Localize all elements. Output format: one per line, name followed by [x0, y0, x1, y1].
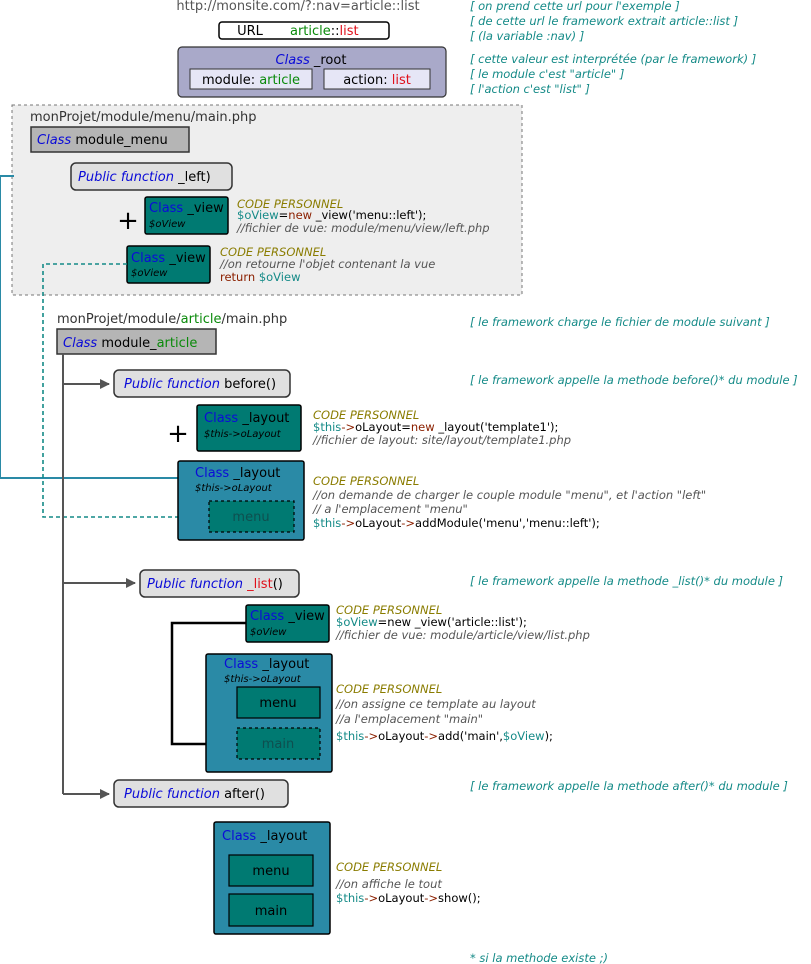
- article-view-to-main-connector: [170, 621, 246, 749]
- code5-comment: //fichier de vue: module/article/view/li…: [335, 628, 590, 642]
- main-slot-label: main: [262, 737, 294, 752]
- layout-main-var: $this->oLayout: [224, 674, 302, 685]
- url-value: article::list: [290, 24, 359, 39]
- after-function-box: [113, 779, 289, 808]
- action-param-text: action: list: [343, 73, 411, 88]
- layout-final-menu-slot: [228, 854, 314, 887]
- module-param-text: module: article: [202, 73, 300, 88]
- left-function-label: Public function _left): [78, 170, 211, 185]
- layout-menu-title: Class _layout: [195, 466, 280, 481]
- menu-view-box: [144, 196, 229, 235]
- code7-comment: //on affiche le tout: [335, 877, 442, 891]
- layout-final-main-slot: [228, 893, 314, 927]
- code6-line: $this->oLayout->add('main',$oView);: [336, 729, 553, 743]
- footnote: * si la methode existe ;): [470, 951, 608, 964]
- action-param-box: [323, 68, 431, 90]
- module-article-class-box: [56, 328, 217, 355]
- note-2: [ de cette url le framework extrait arti…: [470, 14, 738, 28]
- note-4: [ cette valeur est interprétée (par le f…: [470, 52, 756, 66]
- code6-comment2: //a l'emplacement "main": [335, 712, 483, 726]
- root-class-title: Class _root: [276, 53, 347, 68]
- note-5: [ le module c'est "article" ]: [470, 67, 624, 81]
- code4-title: CODE PERSONNEL: [313, 474, 419, 488]
- layout-final-main-label: main: [255, 904, 287, 919]
- note-3: [ (la variable :nav) ]: [470, 29, 584, 43]
- layout-final-title: Class _layout: [222, 829, 307, 844]
- code2-comment: //on retourne l'objet contenant la vue: [219, 257, 435, 271]
- code7-line: $this->oLayout->show();: [336, 891, 481, 905]
- layout-menu-var: $this->oLayout: [195, 483, 273, 494]
- code4-comment2: // a l'emplacement "menu": [312, 502, 468, 516]
- module-menu-class-box: [30, 126, 190, 153]
- code4-line: $this->oLayout->addModule('menu','menu::…: [313, 516, 600, 530]
- layout-final-menu-label: menu: [252, 864, 289, 879]
- module-menu-class-label: Class module_menu: [37, 133, 168, 148]
- note-9: [ le framework appelle la methode _list(…: [470, 574, 783, 588]
- layout-new-title: Class _layout: [204, 411, 289, 426]
- notes-group: [ on prend cette url pour l'exemple ] [ …: [470, 0, 798, 964]
- plus-icon-2: +: [167, 419, 189, 449]
- article-module-path: monProjet/module/article/main.php: [57, 312, 287, 327]
- code1-title: CODE PERSONNEL: [237, 197, 343, 211]
- list-function-label: Public function _list(): [147, 577, 283, 592]
- code1-line: $oView=new _view('menu::left');: [237, 208, 426, 222]
- menu-slot-label: menu: [232, 510, 269, 525]
- layout-new-var: $this->oLayout: [204, 429, 282, 440]
- article-view-var: $oView: [250, 627, 287, 638]
- code3-comment: //fichier de layout: site/layout/templat…: [312, 433, 571, 447]
- code6-comment1: //on assigne ce template au layout: [335, 697, 536, 711]
- list-function-box: [139, 569, 300, 598]
- code4-comment1: //on demande de charger le couple module…: [312, 488, 706, 502]
- code3-line: $this->oLayout=new _layout('template1');: [313, 420, 558, 434]
- layout-main-title: Class _layout: [224, 657, 309, 672]
- left-function-box: [70, 162, 233, 191]
- menu-slot-placeholder: [208, 500, 295, 533]
- main-slot-placeholder: [236, 727, 321, 760]
- module-article-class-label: Class module_article: [63, 336, 197, 351]
- code2-return: return $oView: [220, 270, 300, 284]
- note-10: [ le framework appelle la methode after(…: [470, 779, 788, 793]
- note-8: [ le framework appelle la methode before…: [470, 373, 798, 387]
- note-7: [ le framework charge le fichier de modu…: [470, 315, 770, 329]
- code7-title: CODE PERSONNEL: [336, 860, 442, 874]
- url-box: [218, 21, 390, 40]
- code5-title: CODE PERSONNEL: [336, 603, 442, 617]
- menu-view-returned-var: $oView: [131, 268, 168, 279]
- example-url-text: http://monsite.com/?:nav=article::list: [176, 0, 419, 14]
- plus-icon: +: [117, 206, 139, 236]
- before-function-label: Public function before(): [124, 377, 276, 392]
- url-label: URL: [237, 24, 264, 39]
- after-function-label: Public function after(): [124, 787, 265, 802]
- menu-view-to-slot-connector: [42, 263, 209, 522]
- note-6: [ l'action c'est "list" ]: [470, 82, 590, 96]
- layout-main-menu-label: menu: [259, 696, 296, 711]
- module-param-box: [189, 68, 313, 90]
- code3-title: CODE PERSONNEL: [313, 408, 419, 422]
- article-view-title: Class _view: [250, 609, 325, 624]
- menu-call-connector: [0, 175, 178, 479]
- note-1: [ on prend cette url pour l'exemple ]: [470, 0, 680, 13]
- menu-view-returned-title: Class _view: [131, 251, 206, 266]
- code6-title: CODE PERSONNEL: [336, 682, 442, 696]
- code5-line: $oView=new _view('article::list');: [336, 615, 527, 629]
- code2-title: CODE PERSONNEL: [220, 245, 326, 259]
- layout-main-menu-slot: [236, 686, 321, 719]
- code1-comment: //fichier de vue: module/menu/view/left.…: [236, 221, 490, 235]
- menu-module-path: monProjet/module/menu/main.php: [30, 110, 257, 125]
- layout-new-box: [196, 404, 302, 452]
- menu-view-var: $oView: [149, 219, 186, 230]
- menu-view-title: Class _view: [149, 201, 224, 216]
- before-function-box: [113, 369, 291, 398]
